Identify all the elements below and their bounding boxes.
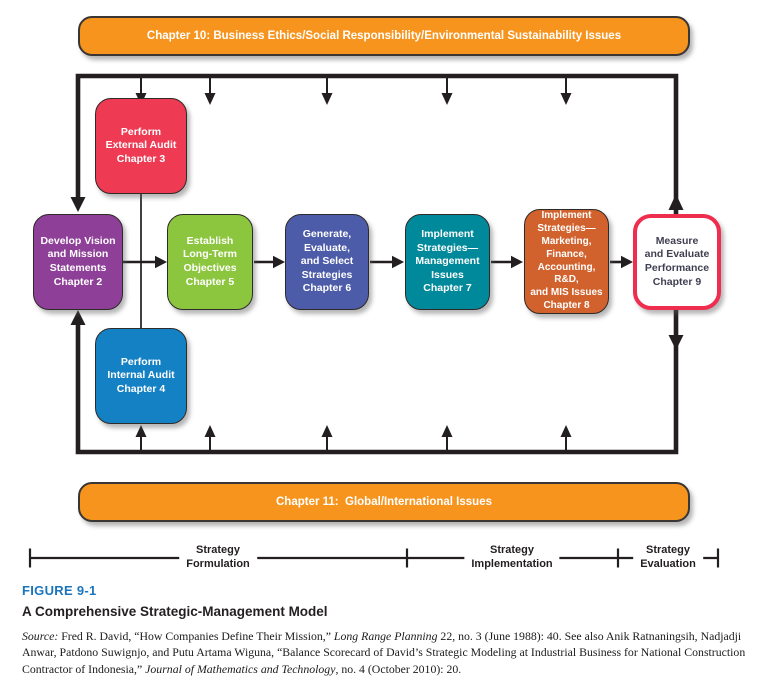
flowchart-connectors xyxy=(28,73,720,568)
source-note: Source: Fred R. David, “How Companies De… xyxy=(22,629,746,676)
chapter-10-bar: Chapter 10: Business Ethics/Social Respo… xyxy=(78,16,690,56)
source-word: Source: xyxy=(22,629,62,643)
node-implement-strategies-functional: Implement Strategies— Marketing, Finance… xyxy=(524,209,609,314)
top-feedback-arrows xyxy=(135,78,572,105)
arrowhead-down-into-vision xyxy=(70,197,86,212)
node-label: Perform External Audit Chapter 3 xyxy=(105,125,177,165)
node-generate-evaluate-select-strategies: Generate, Evaluate, and Select Strategie… xyxy=(285,214,369,310)
node-develop-vision-mission: Develop Vision and Mission Statements Ch… xyxy=(33,214,123,310)
phase-strategy-formulation: Strategy Formulation xyxy=(179,544,257,572)
chapter-10-label: Chapter 10: Business Ethics/Social Respo… xyxy=(146,30,622,42)
arrowhead-up-into-vision xyxy=(70,310,86,325)
bottom-feedback-arrows xyxy=(135,425,572,450)
node-measure-evaluate-performance: Measure and Evaluate Performance Chapter… xyxy=(633,214,721,310)
figure-number: FIGURE 9-1 xyxy=(22,583,97,598)
journal-name-1: Long Range Planning xyxy=(333,629,438,643)
figure-title: A Comprehensive Strategic-Management Mod… xyxy=(22,604,328,619)
arrowhead-up-from-measure xyxy=(668,194,684,210)
node-perform-internal-audit: Perform Internal Audit Chapter 4 xyxy=(95,328,187,424)
node-implement-strategies-management: Implement Strategies— Management Issues … xyxy=(405,214,490,310)
phase-strategy-implementation: Strategy Implementation xyxy=(464,544,560,572)
node-perform-external-audit: Perform External Audit Chapter 3 xyxy=(95,98,187,194)
node-label: Implement Strategies— Management Issues … xyxy=(415,227,480,295)
node-label: Implement Strategies— Marketing, Finance… xyxy=(530,210,603,311)
main-flow-arrows xyxy=(123,255,633,269)
arrowhead-down-from-measure xyxy=(668,335,684,350)
feedback-loop-bottom xyxy=(70,307,684,455)
node-label: Develop Vision and Mission Statements Ch… xyxy=(40,234,116,288)
node-label: Measure and Evaluate Performance Chapter… xyxy=(644,234,710,288)
node-establish-long-term-objectives: Establish Long-Term Objectives Chapter 5 xyxy=(167,214,253,310)
chapter-11-bar: Chapter 11: Global/International Issues xyxy=(78,482,690,522)
feedback-loop-top xyxy=(70,73,684,217)
node-label: Perform Internal Audit Chapter 4 xyxy=(107,355,175,395)
phase-strategy-evaluation: Strategy Evaluation xyxy=(633,544,703,572)
node-label: Establish Long-Term Objectives Chapter 5 xyxy=(182,234,238,288)
node-label: Generate, Evaluate, and Select Strategie… xyxy=(300,227,354,295)
phase-bracket xyxy=(28,548,720,568)
journal-name-2: Journal of Mathematics and Technology xyxy=(145,661,336,676)
chapter-11-label: Chapter 11: Global/International Issues xyxy=(275,496,492,508)
